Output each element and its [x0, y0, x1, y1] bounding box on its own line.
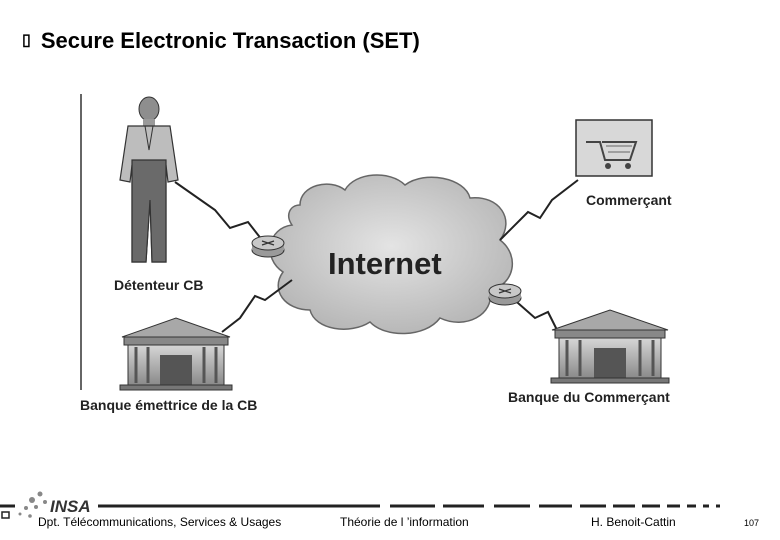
footer-department: Dpt. Télécommunications, Services & Usag… [38, 515, 281, 529]
person-icon [120, 97, 178, 262]
page-number: 107 [744, 518, 759, 528]
internet-label: Internet [328, 246, 442, 282]
footer-course: Théorie de l ’information [340, 515, 469, 529]
bank-building-icon [120, 318, 232, 390]
link-issuer-bank [222, 280, 292, 332]
title-text: Secure Electronic Transaction (SET) [41, 28, 420, 53]
router-right-icon [489, 284, 521, 305]
router-left-icon [252, 236, 284, 257]
insa-logo-text: INSA [50, 497, 91, 516]
link-merchant [500, 180, 578, 240]
cardholder-label: Détenteur CB [114, 277, 203, 293]
link-cardholder [175, 182, 262, 240]
footer-author: H. Benoit-Cattin [591, 515, 676, 529]
shopping-cart-icon [576, 120, 652, 176]
insa-logo: INSA [19, 492, 91, 518]
issuer-bank-label: Banque émettrice de la CB [80, 397, 257, 413]
slide-title: ▯ Secure Electronic Transaction (SET) [22, 28, 420, 54]
bank-building-icon [551, 310, 669, 383]
merchant-bank-label: Banque du Commerçant [508, 389, 670, 405]
title-bullet: ▯ [22, 32, 31, 49]
merchant-label: Commerçant [586, 192, 672, 208]
